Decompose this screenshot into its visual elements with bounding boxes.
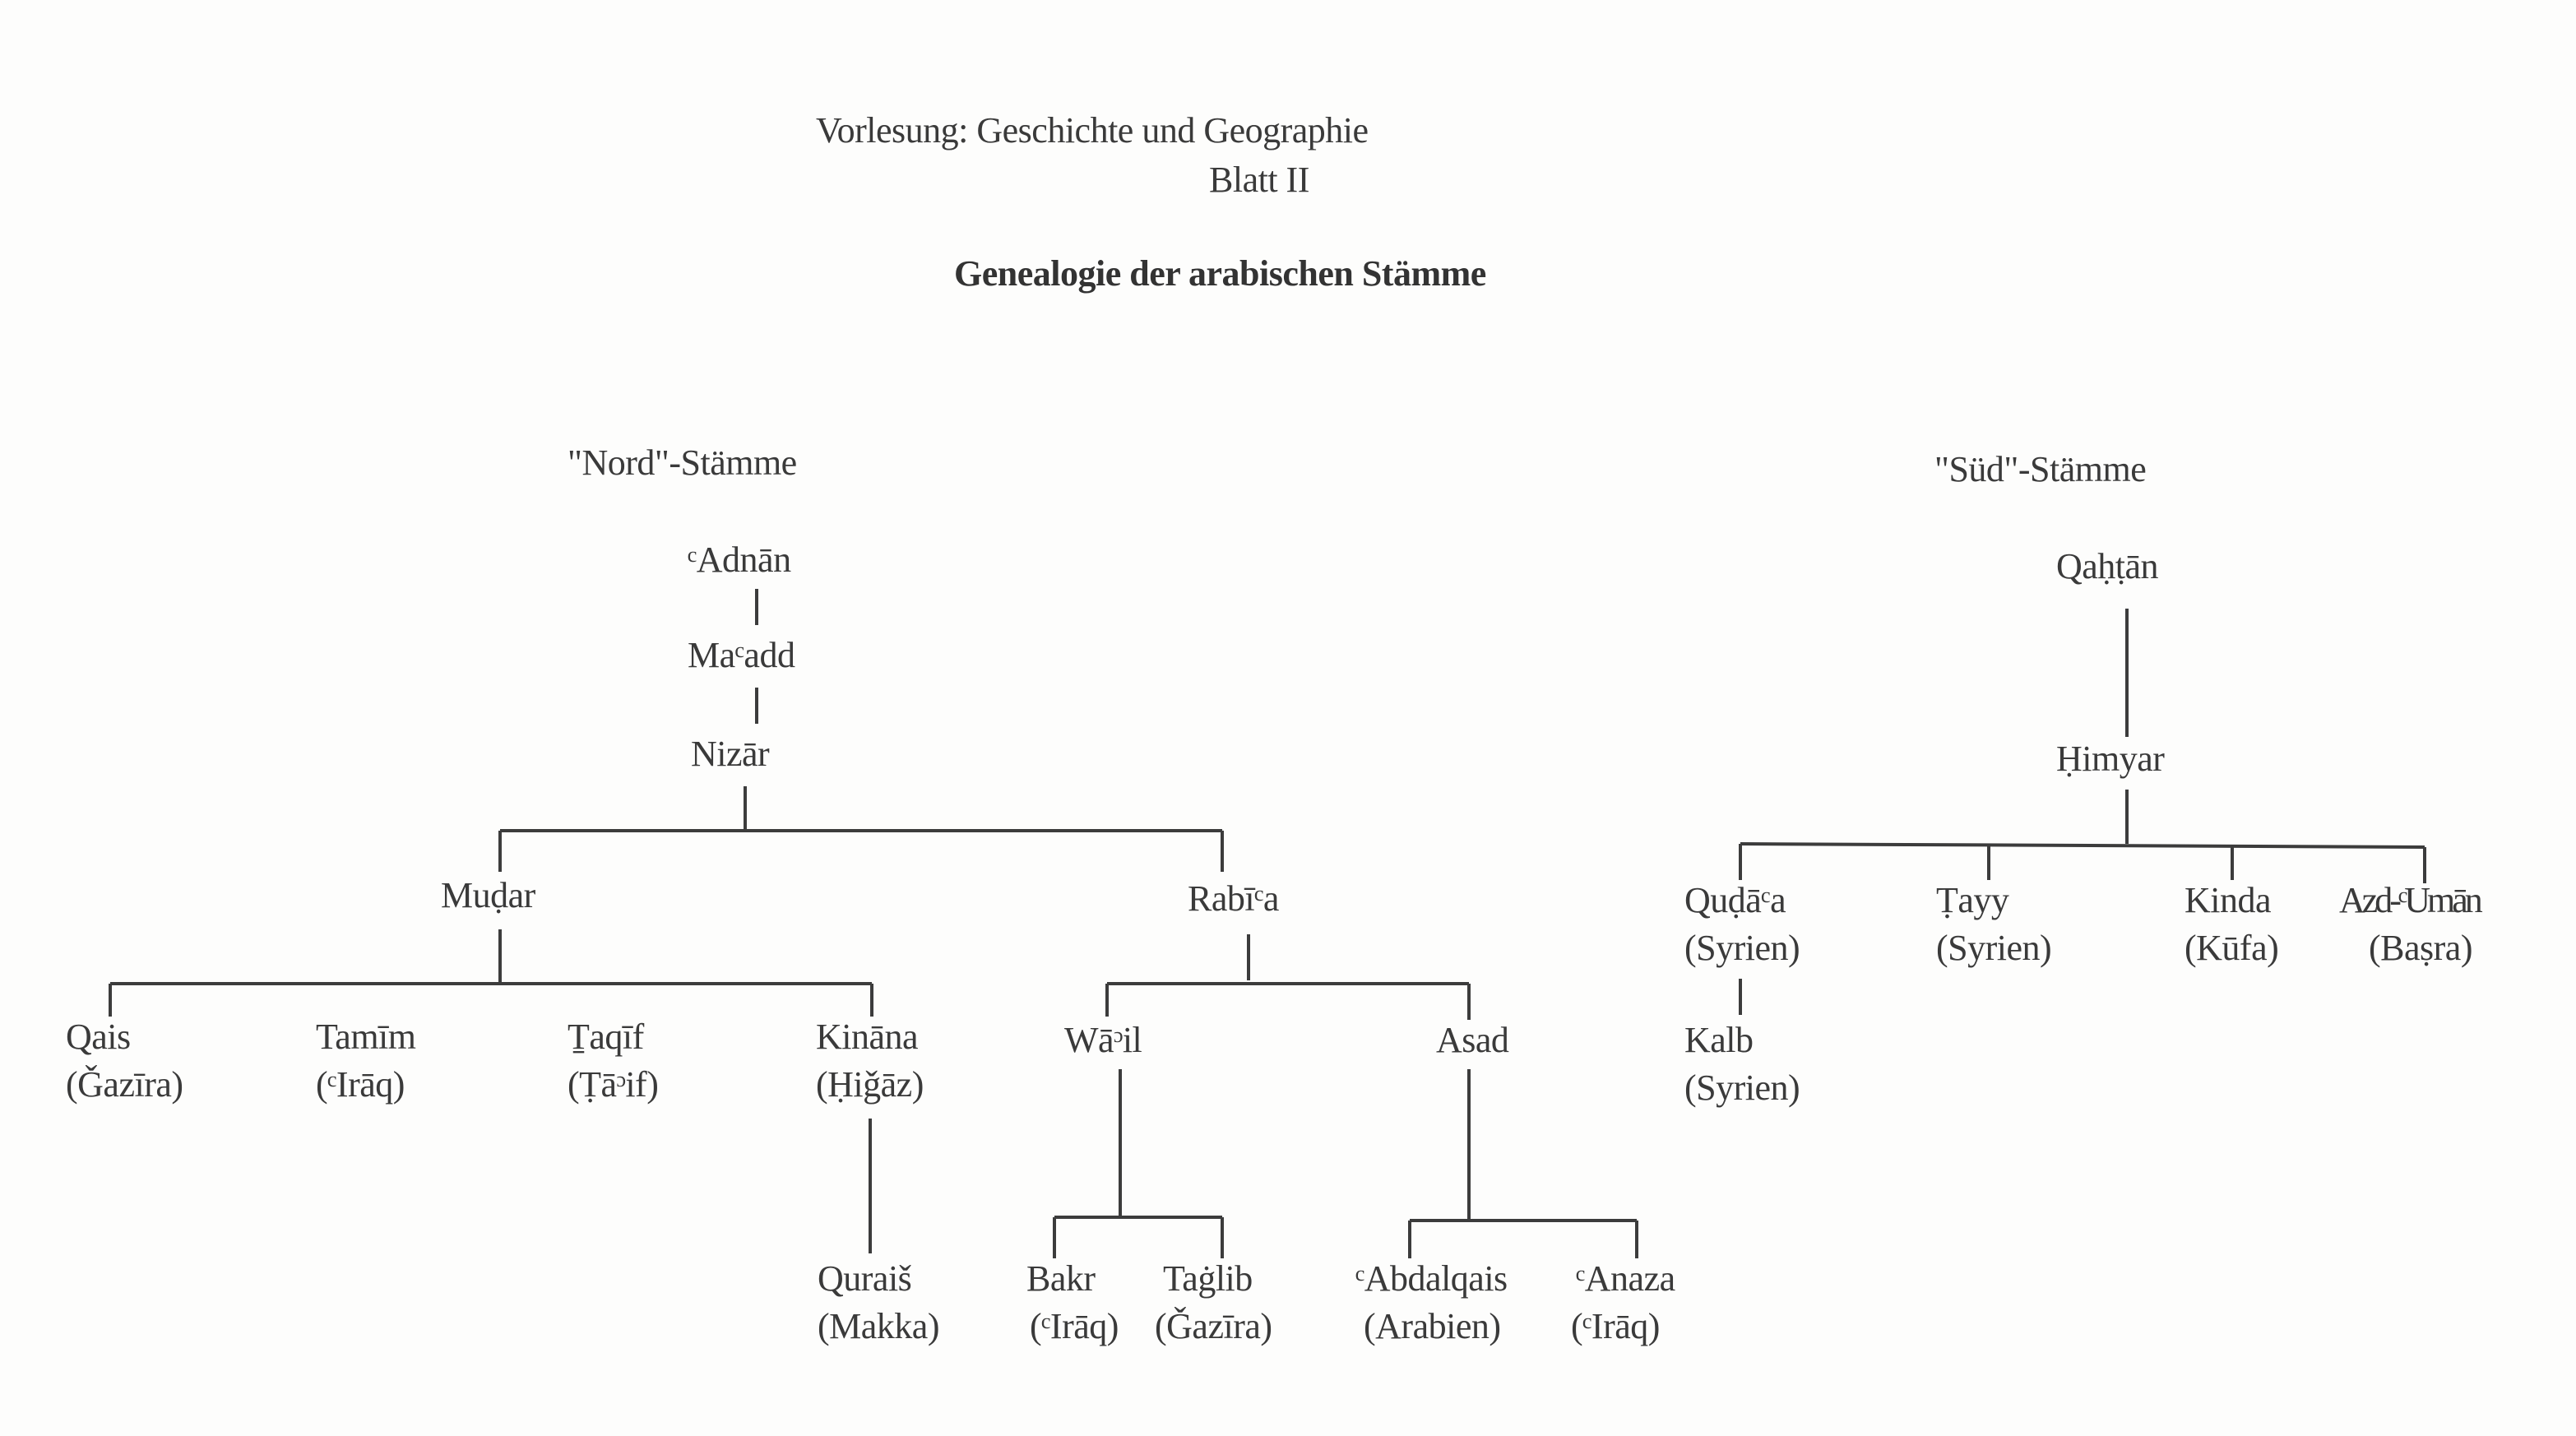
node-wail: Wāᵓil	[1064, 1020, 1142, 1060]
region-tamim: (ᶜIrāq)	[316, 1064, 405, 1105]
node-kinana: Kināna	[816, 1017, 919, 1057]
south-heading: "Süd"-Stämme	[1934, 449, 2147, 489]
region-kinda: (Kūfa)	[2185, 928, 2279, 968]
node-anaza: ᶜAnaza	[1576, 1258, 1675, 1299]
north-heading: "Nord"-Stämme	[568, 442, 797, 483]
node-mudar: Muḍar	[441, 875, 535, 915]
region-kalb: (Syrien)	[1684, 1068, 1800, 1108]
region-qais: (Ǧazīra)	[66, 1064, 183, 1105]
region-qudaa: (Syrien)	[1684, 928, 1800, 968]
node-qais: Qais	[66, 1017, 131, 1057]
region-bakr: (ᶜIrāq)	[1030, 1306, 1119, 1346]
node-abdalqais: ᶜAbdalqais	[1355, 1258, 1508, 1299]
region-quraish: (Makka)	[818, 1306, 940, 1346]
sheet-label: Blatt II	[1209, 160, 1309, 200]
node-rabia: Rabīᶜa	[1188, 878, 1279, 919]
node-maadd: Maᶜadd	[688, 635, 795, 675]
node-taghlib: Taġlib	[1163, 1258, 1253, 1299]
lecture-title: Vorlesung: Geschichte und Geographie	[816, 110, 1369, 151]
node-qahtan: Qaḥṭān	[2056, 546, 2159, 586]
region-anaza: (ᶜIrāq)	[1571, 1306, 1660, 1346]
node-tamim: Tamīm	[316, 1017, 416, 1057]
node-adnan: ᶜAdnān	[688, 540, 791, 580]
node-quraish: Quraiš	[818, 1258, 912, 1299]
node-qudaa: Quḍāᶜa	[1684, 880, 1786, 920]
node-asad: Asad	[1436, 1020, 1509, 1060]
region-kinana: (Ḥiǧāz)	[816, 1064, 924, 1105]
node-tayy: Ṭayy	[1936, 880, 2009, 920]
node-himyar: Ḥimyar	[2056, 739, 2165, 779]
region-taqif: (Ṭāᵓif)	[568, 1064, 659, 1105]
node-nizar: Nizār	[691, 734, 770, 774]
node-kalb: Kalb	[1684, 1020, 1754, 1060]
node-bakr: Bakr	[1026, 1258, 1096, 1299]
region-tayy: (Syrien)	[1936, 928, 2052, 968]
page-title: Genealogie der arabischen Stämme	[954, 253, 1486, 294]
region-abdalqais: (Arabien)	[1364, 1306, 1501, 1346]
region-azd: (Baṣra)	[2369, 928, 2473, 968]
node-azd: Azd-ᶜUmān	[2339, 880, 2483, 920]
node-kinda: Kinda	[2185, 880, 2272, 920]
node-taqif: Ṯaqīf	[568, 1017, 644, 1057]
region-taghlib: (Ǧazīra)	[1155, 1306, 1272, 1346]
